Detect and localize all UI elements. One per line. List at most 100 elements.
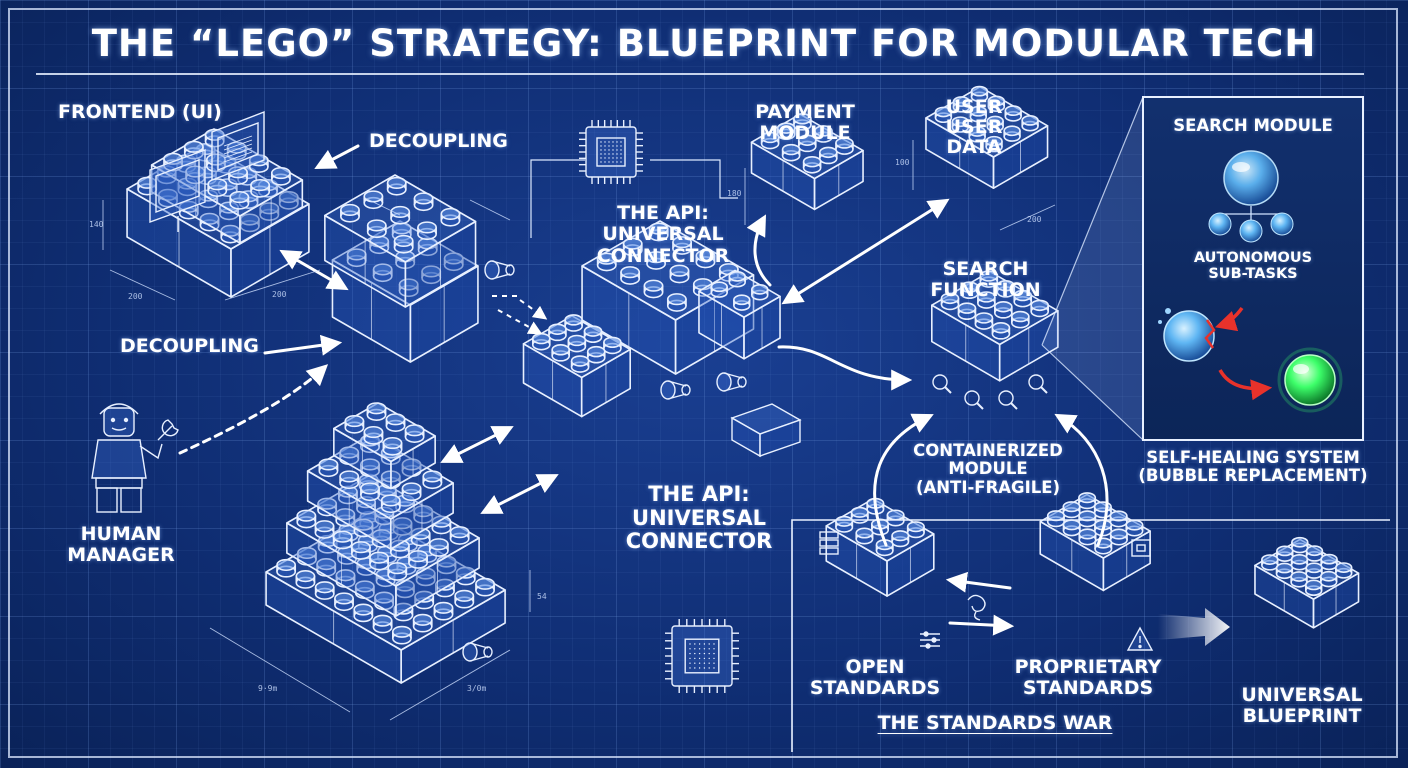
label-line: PROPRIETARY [1014,656,1162,678]
sliders-icon [920,631,940,649]
brick-stud [1013,289,1033,308]
brick-stud [433,601,454,621]
brick-stud [1078,492,1097,510]
brick-stud [382,436,403,456]
brick-stud [366,219,387,239]
brick-stud [695,249,716,269]
brick-stud [353,603,374,623]
inset-sub-tasks: AUTONOMOUS SUB-TASKS [1178,250,1328,282]
arrow-to-search [777,345,913,391]
label-line: BLUEPRINT [1242,705,1362,728]
brick-stud [1078,528,1097,546]
brick-stud [1305,545,1324,562]
connector-brick-upper [324,174,477,308]
brick-stud [431,515,452,535]
warning-icon [1126,626,1154,651]
brick-stud [728,271,746,288]
api-hub-brick-right [698,269,781,360]
brick-stud [977,291,996,309]
label-line: SUB-TASKS [1208,266,1298,283]
brick-stud [987,95,1006,113]
brick-stud [335,508,356,527]
brick-stud [622,237,643,257]
magnifier-icon [964,390,984,410]
dim-user-height: 100 [895,158,910,167]
bubble-replacement [1277,347,1343,413]
brick-stud [646,251,667,270]
label-line: USER [945,96,1003,118]
brick-stud [802,155,822,174]
brick-stud [891,530,910,548]
brick-stud [374,506,395,526]
brick-stud [390,205,411,225]
dim-frontend-height: 140 [89,220,104,229]
monitor-icon [211,110,265,182]
magnifier-icon [1028,374,1048,394]
label-line: THE API: [648,482,750,506]
server-icon [819,531,839,555]
dim-base-height: 54 [537,592,552,601]
brick-stud [672,236,693,255]
arrow-decoupling-left [263,334,343,356]
brick-stud [413,505,434,524]
api-hub-brick-side [522,314,631,418]
brick-stud [751,284,769,301]
brick-stud [886,509,905,527]
brick-stud [934,106,953,124]
brick-stud [412,613,433,633]
user-data-brick [925,85,1049,189]
brick-stud [443,252,464,272]
label-search-function: SEARCH FUNCTION [918,258,1053,302]
open-standards-brick [825,497,935,597]
base-brick-4 [333,402,436,490]
arrow-open-to-container [873,413,934,547]
brick-stud [414,590,435,610]
brick-stud [372,263,393,283]
monitor-icon [149,149,206,232]
brick-stud [339,470,360,490]
dim-payment-height: 180 [727,189,742,198]
brick-stud [666,293,687,312]
brick-stud [974,312,994,330]
label-line: MODULE [948,459,1028,479]
brick-stud [1275,562,1294,580]
brick-stud [985,135,1003,153]
brick-stud [449,526,470,545]
label-line: USER [945,115,1003,138]
brick-stud [276,558,297,578]
brick-stud [596,252,617,272]
brick-stud [408,550,428,569]
brick-stud [996,280,1016,298]
brick-stud [393,234,414,254]
brick-stud [317,497,338,517]
brick-stud [455,566,476,586]
search-module-inset [1041,96,1364,441]
brick-stud [760,131,780,150]
page-title: THE “LEGO” STRATEGY: BLUEPRINT FOR MODUL… [91,22,1317,65]
brick-stud [583,325,603,343]
label-decoupling-left: DECOUPLING [120,335,259,357]
brick-stud [1078,510,1097,528]
brick-stud [1305,562,1323,579]
brick-stud [1004,105,1022,122]
brick-stud [369,551,390,571]
brick-stud [344,414,365,434]
brick-stud [710,281,728,298]
label-line: UNIVERSAL [602,223,724,246]
brick-stud [531,332,551,351]
label-standards-war: THE STANDARDS WAR [877,712,1113,734]
arrow-to-universal-blueprint [1158,608,1230,646]
brick-stud [332,530,353,550]
brick-stud [564,314,583,332]
microchip-icon [1131,539,1151,557]
arrow-proprietary-to-open [945,571,1012,593]
brick-stud [1094,537,1113,555]
brick-stud [371,529,392,548]
arrow-proprietary-to-container [1054,413,1109,547]
brick-stud [440,207,461,227]
brick-stud [314,520,335,539]
brick-stud [1021,115,1039,132]
brick-stud [1062,501,1081,519]
brick-stud [422,470,443,490]
brick-stud [398,278,419,298]
